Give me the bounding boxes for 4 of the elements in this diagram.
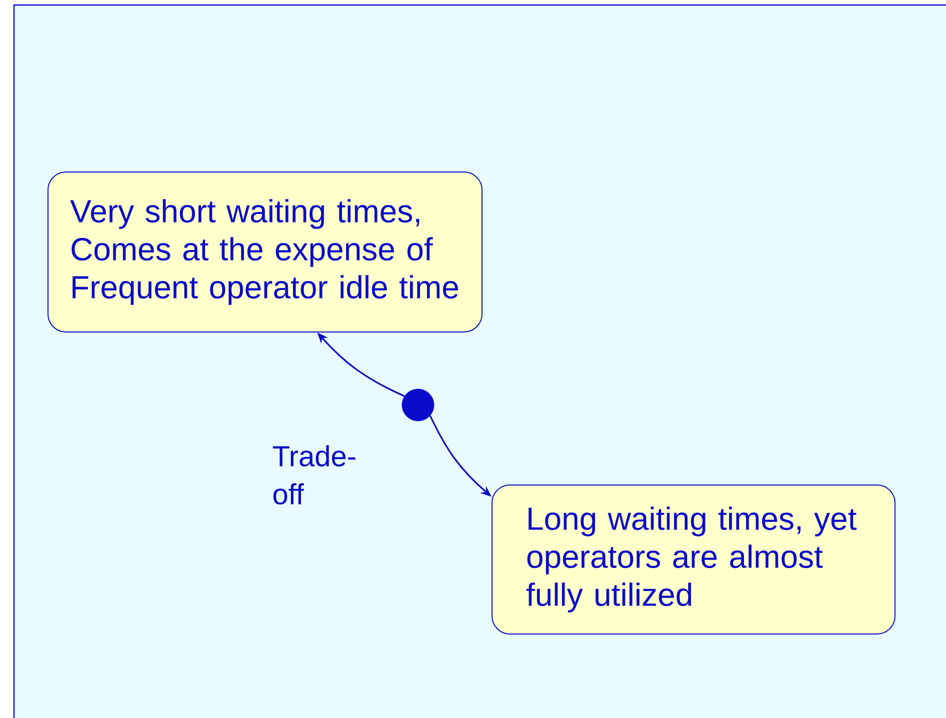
note-box: Very short waiting times, Comes at the expense of Frequent operator idle time [48,172,482,332]
dot [402,388,434,422]
note-box: Long waiting times, yet operators are almost fully utilized [492,484,896,634]
note-text: Trade-off [272,445,356,504]
